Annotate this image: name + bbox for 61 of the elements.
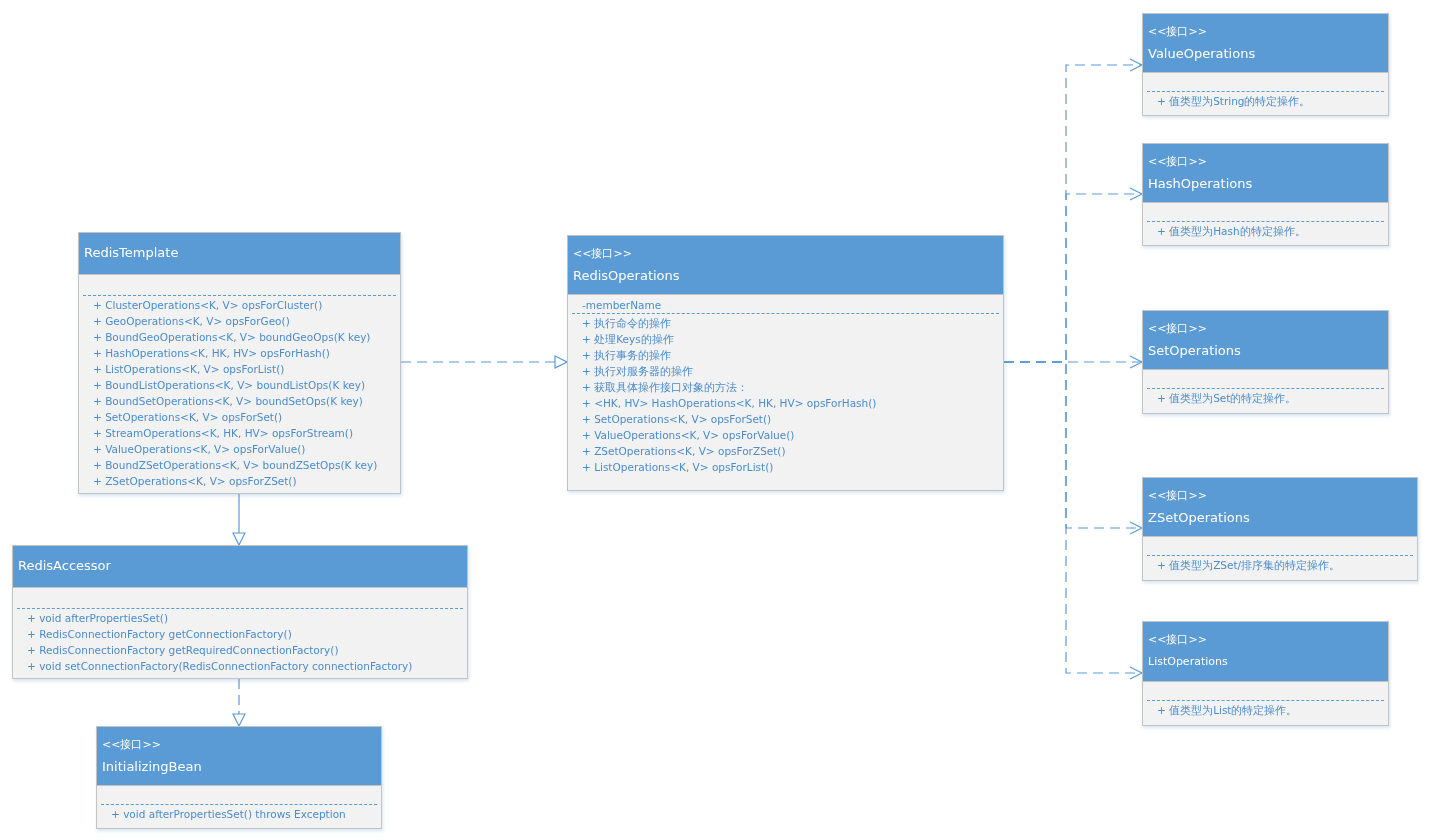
method-label: + ZSetOperations<K, V> opsForZSet() (581, 444, 786, 459)
stereotype-label: <<接口>> (1148, 24, 1207, 40)
class-name: SetOperations (1148, 342, 1241, 360)
dependency-arrow (232, 678, 246, 727)
method-label: + 值类型为Set的特定操作。 (1156, 391, 1297, 406)
method-label: + 值类型为ZSet/排序集的特定操作。 (1156, 558, 1341, 573)
stereotype-label: <<接口>> (102, 737, 161, 753)
class-box (78, 232, 401, 494)
stereotype-label: <<接口>> (1148, 632, 1207, 648)
class-box (1142, 621, 1389, 726)
method-label: + 执行对服务器的操作 (581, 364, 694, 379)
method-label: + BoundZSetOperations<K, V> boundZSetOps(K key) (92, 458, 378, 473)
class-name: HashOperations (1148, 175, 1253, 193)
method-label: + BoundSetOperations<K, V> boundSetOps(K key) (92, 394, 363, 409)
class-name: RedisAccessor (18, 557, 111, 575)
method-label: + void afterPropertiesSet() throws Exception (110, 807, 346, 822)
method-label: + 值类型为List的特定操作。 (1156, 703, 1298, 718)
class-name: ListOperations (1148, 654, 1228, 670)
method-label: + StreamOperations<K, HK, HV> opsForStream() (92, 426, 354, 441)
method-label: + ValueOperations<K, V> opsForValue() (581, 428, 795, 443)
class-box (1142, 310, 1389, 414)
method-label: + ValueOperations<K, V> opsForValue() (92, 442, 306, 457)
method-label: + BoundListOperations<K, V> boundListOps(K key) (92, 378, 366, 393)
dependency-arrow (400, 355, 568, 369)
method-label: + 值类型为Hash的特定操作。 (1156, 224, 1306, 239)
method-label: + <HK, HV> HashOperations<K, HK, HV> opsForHash() (581, 396, 877, 411)
method-label: + 值类型为String的特定操作。 (1156, 94, 1311, 109)
class-name: InitializingBean (102, 758, 202, 776)
class-box (1142, 143, 1389, 246)
stereotype-label: <<接口>> (573, 246, 632, 262)
method-label: + BoundGeoOperations<K, V> boundGeoOps(K key) (92, 330, 371, 345)
method-label: + 处理Keys的操作 (581, 332, 674, 347)
class-name: RedisOperations (573, 267, 680, 285)
method-label: + 执行事务的操作 (581, 348, 672, 363)
method-label: + ListOperations<K, V> opsForList() (581, 460, 774, 475)
stereotype-label: <<接口>> (1148, 488, 1207, 504)
method-label: + RedisConnectionFactory getConnectionFactory() (26, 627, 292, 642)
method-label: + ListOperations<K, V> opsForList() (92, 362, 285, 377)
attribute-label: -memberName (581, 298, 662, 313)
method-label: + ClusterOperations<K, V> opsForCluster() (92, 298, 323, 313)
method-label: + void afterPropertiesSet() (26, 611, 169, 626)
method-label: + GeoOperations<K, V> opsForGeo() (92, 314, 290, 329)
class-box (1142, 477, 1418, 581)
class-box (96, 726, 382, 829)
method-label: + RedisConnectionFactory getRequiredConnectionFactory() (26, 643, 339, 658)
method-label: + 执行命令的操作 (581, 316, 672, 331)
method-label: + 获取具体操作接口对象的方法： (581, 380, 749, 395)
method-label: + void setConnectionFactory(RedisConnectionFactory connectionFactory) (26, 659, 413, 674)
method-label: + ZSetOperations<K, V> opsForZSet() (92, 474, 297, 489)
stereotype-label: <<接口>> (1148, 154, 1207, 170)
class-box (12, 545, 468, 679)
class-name: RedisTemplate (84, 244, 179, 262)
class-box (1142, 13, 1389, 116)
class-name: ValueOperations (1148, 45, 1256, 63)
stereotype-label: <<接口>> (1148, 321, 1207, 337)
class-box (567, 235, 1004, 491)
dependency-arrow (232, 493, 246, 546)
method-label: + SetOperations<K, V> opsForSet() (581, 412, 772, 427)
method-label: + SetOperations<K, V> opsForSet() (92, 410, 283, 425)
class-name: ZSetOperations (1148, 509, 1250, 527)
method-label: + HashOperations<K, HK, HV> opsForHash() (92, 346, 330, 361)
